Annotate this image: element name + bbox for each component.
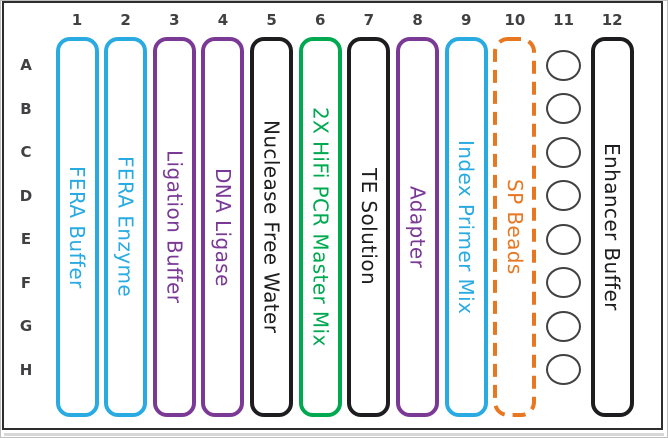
reagent-column-6: 2X HiFi PCR Master Mix	[298, 37, 342, 417]
row-letter-C: C	[20, 143, 32, 162]
reagent-column-4: DNA Ligase	[201, 37, 245, 417]
row-letter-G: G	[19, 317, 33, 336]
column-number-7: 7	[363, 11, 375, 29]
well-circle-B11	[546, 93, 581, 125]
reagent-label: SP Beads	[502, 179, 527, 275]
reagent-label: Index Primer Mix	[454, 139, 479, 315]
row-letter-A: A	[20, 56, 32, 74]
reagent-label: FERA Buffer	[65, 165, 89, 289]
reagent-label: DNA Ligase	[210, 167, 235, 287]
reagent-label: Enhancer Buffer	[600, 143, 625, 311]
reagent-column-8: Adapter	[396, 37, 440, 417]
reagent-column-9: Index Primer Mix	[444, 37, 488, 417]
reagent-label: FERA Enzyme	[113, 156, 138, 298]
row-letter-E: E	[20, 230, 32, 249]
well-circle-F11	[546, 267, 581, 299]
reagent-label: TE Solution	[356, 168, 381, 286]
reagent-label: Nuclease Free Water	[259, 120, 284, 334]
row-letter-F: F	[20, 273, 32, 292]
well-circle-A11	[546, 49, 581, 81]
bottom-shadow	[4, 433, 664, 436]
well-circle-C11	[546, 136, 581, 168]
column-number-5: 5	[266, 11, 277, 29]
reagent-label: Ligation Buffer	[162, 150, 187, 304]
reagent-label: Adapter	[405, 185, 430, 269]
row-letter-B: B	[20, 99, 32, 118]
column-number-3: 3	[169, 11, 180, 29]
column-number-9: 9	[460, 11, 472, 29]
column-number-2: 2	[120, 11, 131, 29]
column-number-6: 6	[315, 11, 326, 29]
column-number-12: 12	[601, 11, 623, 29]
row-letter-D: D	[19, 186, 33, 205]
reagent-label: 2X HiFi PCR Master Mix	[308, 107, 333, 347]
column-number-1: 1	[71, 11, 83, 29]
dashed-outline	[493, 37, 537, 417]
column-number-4: 4	[217, 11, 229, 29]
reagent-column-5: Nuclease Free Water	[250, 37, 294, 417]
well-circle-D11	[546, 180, 581, 212]
reagent-column-10: SP Beads	[493, 37, 537, 417]
well-circle-G11	[546, 310, 581, 342]
column-number-10: 10	[504, 11, 526, 29]
well-circle-H11	[546, 354, 581, 386]
reagent-column-3: Ligation Buffer	[152, 37, 196, 417]
reagent-column-12: Enhancer Buffer	[590, 37, 634, 417]
reagent-column-7: TE Solution	[347, 37, 391, 417]
reagent-column-2: FERA Enzyme	[104, 37, 148, 417]
well-circle-E11	[546, 223, 581, 255]
reagent-column-1: FERA Buffer	[55, 37, 99, 417]
column-number-11: 11	[553, 11, 574, 29]
row-letter-H: H	[19, 360, 33, 379]
column-number-8: 8	[412, 11, 423, 29]
